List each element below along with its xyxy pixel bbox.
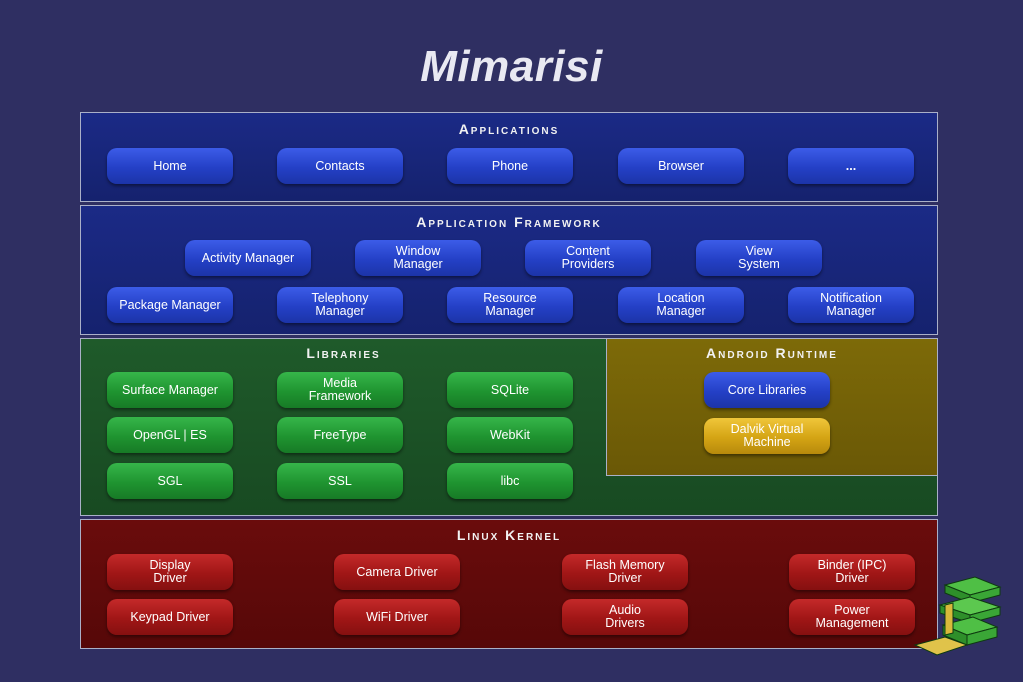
power-management-button[interactable]: Power Management	[789, 599, 915, 635]
activity-manager-button[interactable]: Activity Manager	[185, 240, 311, 276]
framework-heading: Application Framework	[416, 214, 602, 230]
page-title: Mimarisi	[420, 42, 603, 91]
app-phone-button[interactable]: Phone	[447, 148, 573, 184]
linux-kernel-heading: Linux Kernel	[456, 527, 562, 543]
content-providers-button[interactable]: Content Providers	[525, 240, 651, 276]
webkit-button[interactable]: WebKit	[447, 417, 573, 453]
core-libraries-button[interactable]: Core Libraries	[704, 372, 830, 408]
applications-heading: Applications	[458, 121, 560, 137]
telephony-manager-button[interactable]: Telephony Manager	[277, 287, 403, 323]
keypad-driver-button[interactable]: Keypad Driver	[107, 599, 233, 635]
notification-manager-button[interactable]: Notification Manager	[788, 287, 914, 323]
wifi-driver-button[interactable]: WiFi Driver	[334, 599, 460, 635]
package-manager-button[interactable]: Package Manager	[107, 287, 233, 323]
window-manager-button[interactable]: Window Manager	[355, 240, 481, 276]
binder-ipc-driver-button[interactable]: Binder (IPC) Driver	[789, 554, 915, 590]
green-block-logo-icon	[913, 576, 1002, 656]
display-driver-button[interactable]: Display Driver	[107, 554, 233, 590]
dalvik-vm-button[interactable]: Dalvik Virtual Machine	[704, 418, 830, 454]
app-home-button[interactable]: Home	[107, 148, 233, 184]
app-browser-button[interactable]: Browser	[618, 148, 744, 184]
ssl-button[interactable]: SSL	[277, 463, 403, 499]
sqlite-button[interactable]: SQLite	[447, 372, 573, 408]
android-runtime-heading: Android Runtime	[706, 345, 838, 361]
resource-manager-button[interactable]: Resource Manager	[447, 287, 573, 323]
audio-drivers-button[interactable]: Audio Drivers	[562, 599, 688, 635]
libraries-heading: Libraries	[306, 345, 381, 361]
libc-button[interactable]: libc	[447, 463, 573, 499]
app-contacts-button[interactable]: Contacts	[277, 148, 403, 184]
location-manager-button[interactable]: Location Manager	[618, 287, 744, 323]
opengl-es-button[interactable]: OpenGL | ES	[107, 417, 233, 453]
media-framework-button[interactable]: Media Framework	[277, 372, 403, 408]
view-system-button[interactable]: View System	[696, 240, 822, 276]
sgl-button[interactable]: SGL	[107, 463, 233, 499]
camera-driver-button[interactable]: Camera Driver	[334, 554, 460, 590]
freetype-button[interactable]: FreeType	[277, 417, 403, 453]
flash-memory-driver-button[interactable]: Flash Memory Driver	[562, 554, 688, 590]
surface-manager-button[interactable]: Surface Manager	[107, 372, 233, 408]
app-more-button[interactable]: ...	[788, 148, 914, 184]
